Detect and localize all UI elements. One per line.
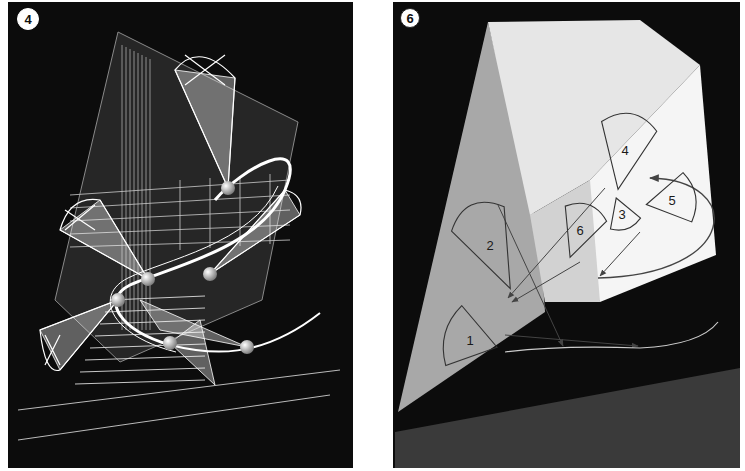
- path-curve: [505, 322, 718, 352]
- callout-number: 6: [576, 223, 583, 238]
- view-sector: 6: [557, 201, 603, 259]
- panel-number-text: 4: [24, 12, 31, 27]
- view-sector: 2: [460, 197, 520, 293]
- eye-spheres: [111, 181, 254, 354]
- view-fans: [40, 55, 301, 371]
- panel-number: 6: [400, 8, 420, 28]
- view-sector: 1: [438, 312, 502, 368]
- callout-number: 5: [668, 193, 675, 208]
- floor-lines: [18, 370, 340, 440]
- sight-lines: [498, 178, 714, 346]
- right-panel: [393, 2, 740, 468]
- callout-number: 1: [466, 333, 473, 348]
- panel-number-text: 6: [406, 11, 413, 26]
- callout-number: 2: [486, 238, 493, 253]
- callout-number: 3: [618, 207, 625, 222]
- callout-number: 4: [621, 143, 628, 158]
- view-sector: 4: [596, 110, 654, 190]
- floor: [395, 368, 740, 468]
- view-sector: 3: [605, 197, 639, 231]
- panel-number: 4: [17, 8, 39, 30]
- left-panel: [8, 2, 353, 468]
- inner-face: [530, 180, 600, 302]
- spiral-ribbon: [110, 159, 320, 352]
- view-beams: [40, 70, 300, 385]
- view-sector: 5: [646, 174, 698, 226]
